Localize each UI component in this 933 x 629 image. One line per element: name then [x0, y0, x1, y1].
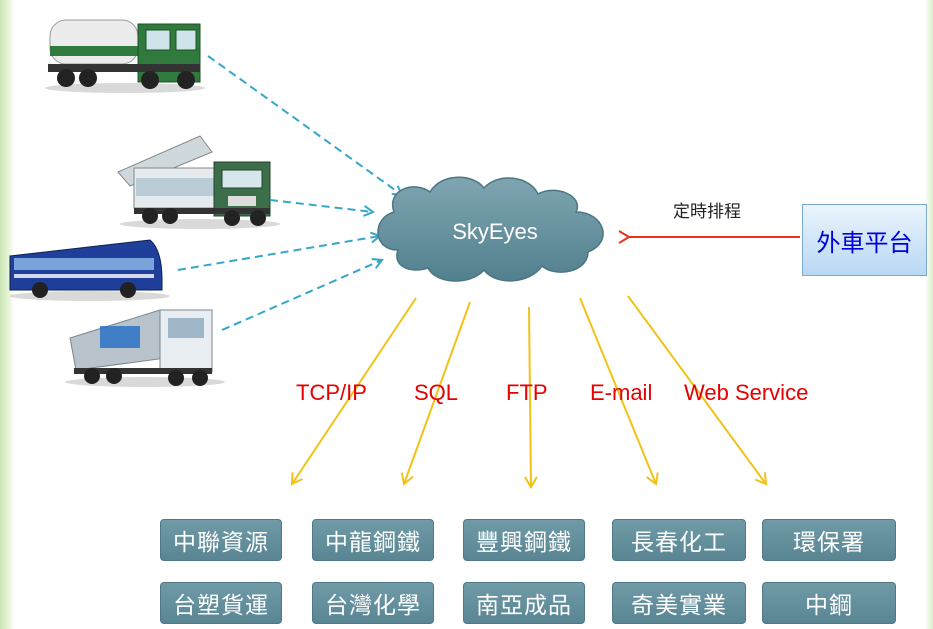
schedule-label: 定時排程	[673, 202, 741, 221]
target-box: 台塑貨運	[160, 582, 282, 624]
dump-trailer-truck-icon	[65, 309, 225, 387]
right-decor-strip	[925, 0, 933, 629]
coach-bus-icon	[9, 239, 170, 301]
protocol-arrow-tcpip	[290, 297, 417, 486]
wing-van-truck-icon	[117, 135, 280, 229]
vehicle-link-arrow	[207, 55, 402, 195]
vehicle-link-arrow	[221, 260, 382, 331]
target-box: 長春化工	[612, 519, 746, 561]
target-box: 奇美實業	[612, 582, 746, 624]
protocol-label-tcpip: TCP/IP	[296, 380, 367, 405]
vehicle-link-arrow	[269, 199, 373, 212]
protocol-label-ftp: FTP	[506, 380, 548, 405]
protocol-arrow-ftp	[524, 306, 538, 489]
target-box: 中鋼	[762, 582, 896, 624]
protocol-arrow-sql	[400, 301, 471, 486]
skyeyes-label: SkyEyes	[452, 219, 538, 244]
vehicle-link-arrow	[177, 236, 380, 271]
target-box: 中聯資源	[160, 519, 282, 561]
target-box: 中龍鋼鐵	[312, 519, 434, 561]
target-box: 南亞成品	[463, 582, 585, 624]
left-decor-strip	[0, 0, 14, 629]
protocol-label-sql: SQL	[414, 380, 458, 405]
skyeyes-cloud: SkyEyes	[377, 176, 604, 282]
target-box: 環保署	[762, 519, 896, 561]
target-box: 台灣化學	[312, 582, 434, 624]
external-platform-box: 外車平台	[802, 204, 927, 276]
protocol-label-webservice: Web Service	[684, 380, 808, 405]
bulk-tanker-truck-icon	[45, 19, 205, 93]
protocol-arrow-webservice	[627, 295, 768, 486]
target-box: 豐興鋼鐵	[463, 519, 585, 561]
protocol-label-email: E-mail	[590, 380, 652, 405]
protocol-arrow-email	[579, 297, 659, 486]
